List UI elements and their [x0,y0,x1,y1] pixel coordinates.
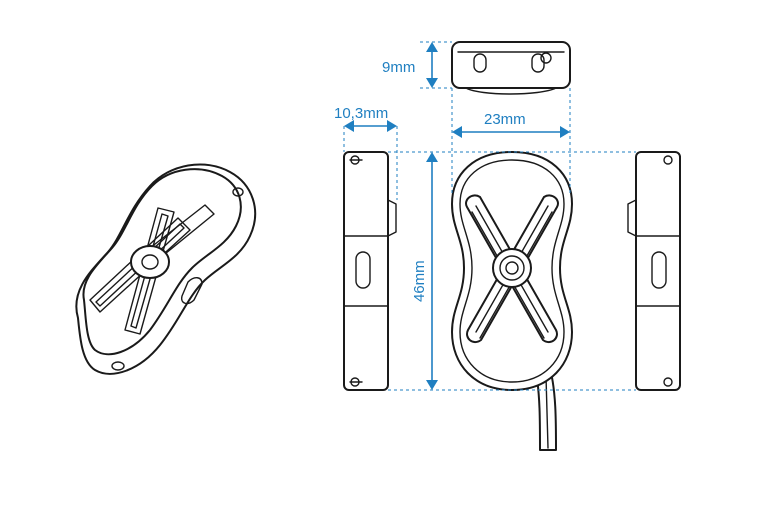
iso-end-hole-bottom [111,361,125,371]
left-side-hole-top [350,155,360,165]
left-side-hole-bottom [350,377,360,387]
dim-width: 23mm [451,88,571,196]
right-side-view [627,151,681,391]
dim-height-label: 9mm [382,59,415,76]
front-body-inner [459,159,565,383]
dim-width-label: 23mm [484,111,526,128]
right-side-slot [651,251,667,289]
top-view [451,41,571,95]
dim-depth: 10,3mm [334,105,398,200]
cable [535,367,557,451]
left-side-clip [387,199,397,237]
left-side-body [343,151,389,391]
right-side-hole-bottom [663,377,673,387]
left-side-slot [355,251,371,289]
dimension-annotations: 9mm 10,3mm 23mm 46mm [334,41,636,391]
dim-length-label: 46mm [411,260,428,302]
front-hub-ring [499,255,525,281]
iso-hub-inner [141,254,159,270]
right-side-hole-top [663,155,673,165]
iso-end-hole-top [232,187,244,197]
top-view-slot-left [473,53,487,73]
right-side-body [635,151,681,391]
front-hub-outer [492,248,532,288]
top-view-hole [540,52,552,64]
dim-depth-label: 10,3mm [334,105,388,122]
left-side-view [343,151,397,391]
isometric-view [75,163,257,375]
iso-side-slot [180,277,203,305]
right-side-clip [627,199,637,237]
front-view [451,151,573,451]
top-view-body [451,41,571,89]
front-hub-inner [505,261,519,275]
dim-height: 9mm [382,41,452,89]
iso-hub-outer [130,245,170,279]
dim-length: 46mm [388,151,636,391]
